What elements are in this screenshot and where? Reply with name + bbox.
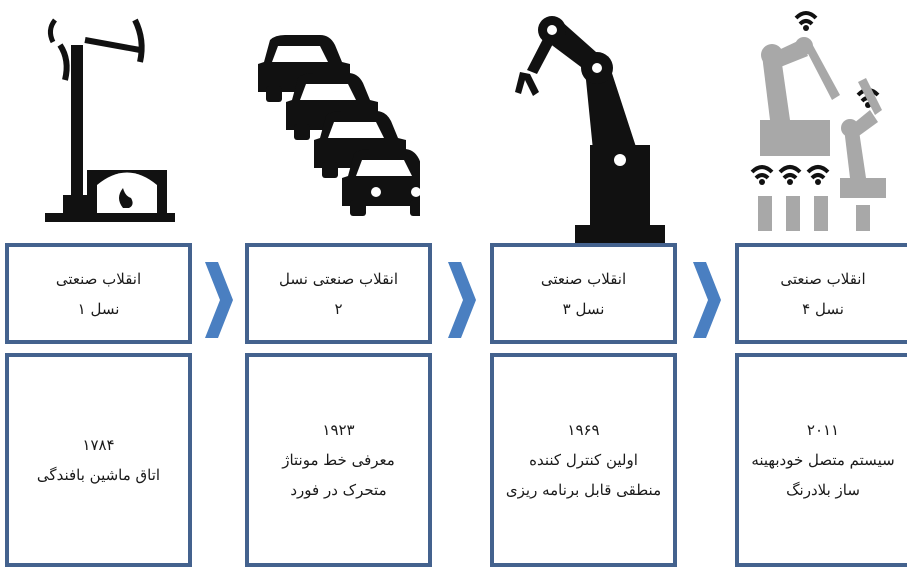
robot-arm-icon <box>505 0 675 245</box>
generation-label: انقلاب صنعتی <box>540 269 627 288</box>
generation-label: نسل ۳ <box>562 299 605 318</box>
chevron-right-icon <box>448 262 476 338</box>
milestone-box-3: ۱۹۶۹ اولین کنترل کننده منطقی قابل برنامه… <box>490 353 677 567</box>
loom-icon <box>25 0 195 245</box>
generation-box-2: انقلاب صنعتی نسل ۲ <box>245 243 432 344</box>
milestone-description: اولین کنترل کننده <box>529 451 638 469</box>
milestone-box-1: ۱۷۸۴ اتاق ماشین بافندگی <box>5 353 192 567</box>
generation-box-4: انقلاب صنعتی نسل ۴ <box>735 243 907 344</box>
milestone-box-4: ۲۰۱۱ سیستم متصل خودبهینه ساز بلادرنگ <box>735 353 907 567</box>
milestone-description: اتاق ماشین بافندگی <box>36 466 161 484</box>
milestone-year: ۱۹۶۹ <box>567 421 600 439</box>
milestone-year: ۱۷۸۴ <box>82 436 115 454</box>
milestone-description: سیستم متصل خودبهینه <box>751 451 895 469</box>
generation-label: انقلاب صنعتی <box>780 269 866 288</box>
generation-box-1: انقلاب صنعتی نسل ۱ <box>5 243 192 344</box>
milestone-box-2: ۱۹۲۳ معرفی خط مونتاژ متحرک در فورد <box>245 353 432 567</box>
generation-label: ۲ <box>334 299 343 318</box>
chevron-right-icon <box>205 262 233 338</box>
chevron-right-icon <box>693 262 721 338</box>
generation-label: انقلاب صنعتی نسل <box>279 269 398 288</box>
milestone-year: ۱۹۲۳ <box>322 421 355 439</box>
generation-box-3: انقلاب صنعتی نسل ۳ <box>490 243 677 344</box>
generation-label: نسل ۴ <box>802 299 844 318</box>
milestone-description: متحرک در فورد <box>290 481 387 499</box>
car-assembly-line-icon <box>250 0 420 245</box>
generation-label: نسل ۱ <box>77 299 120 318</box>
generation-label: انقلاب صنعتی <box>55 269 142 288</box>
milestone-year: ۲۰۱۱ <box>806 421 840 439</box>
connected-robots-wifi-icon <box>740 0 907 245</box>
milestone-description: ساز بلادرنگ <box>786 481 860 499</box>
milestone-description: منطقی قابل برنامه ریزی <box>505 481 662 499</box>
milestone-description: معرفی خط مونتاژ <box>282 451 395 469</box>
